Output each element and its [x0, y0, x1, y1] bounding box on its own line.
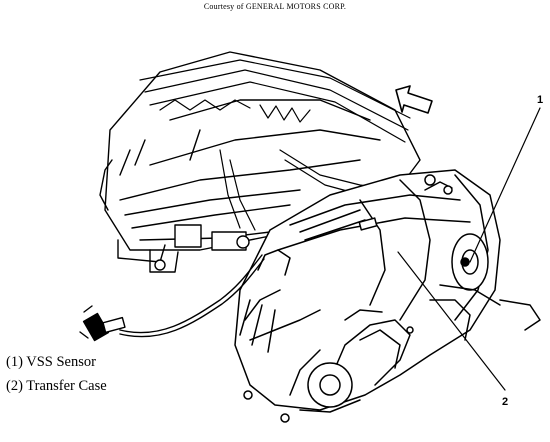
forward-arrow-icon: [395, 85, 433, 114]
callout-leaders: [397, 107, 541, 391]
legend-item-vss-sensor: (1) VSS Sensor: [6, 354, 96, 370]
callout-label-1: 1: [537, 94, 544, 106]
callout-label-2: 2: [502, 396, 509, 408]
image-credit: Courtesy of GENERAL MOTORS CORP.: [203, 2, 347, 11]
legend-item-transfer-case: (2) Transfer Case: [6, 378, 107, 394]
transfer-case-body: [234, 169, 541, 423]
vss-sensor: [79, 254, 265, 342]
